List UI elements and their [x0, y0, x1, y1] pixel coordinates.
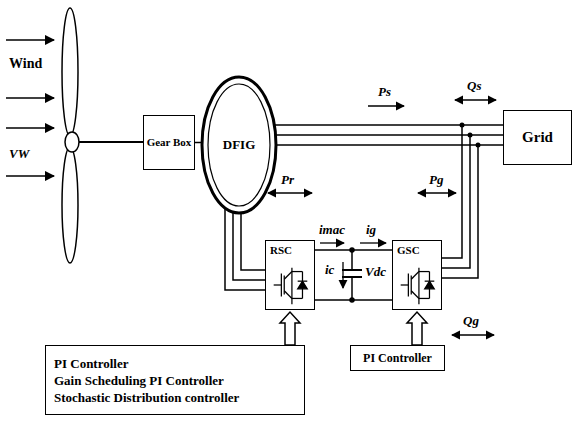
- igbt-symbol: [266, 261, 314, 309]
- node-text: PI Controller: [363, 351, 432, 366]
- power-connector: [315, 250, 392, 300]
- signal-label: imac: [318, 222, 346, 238]
- power-connector: [442, 125, 478, 278]
- node-text: RSC: [270, 244, 292, 256]
- converter-box: GSC: [392, 240, 442, 310]
- signal-label: VW: [8, 146, 30, 162]
- node-text: PI Controller: [54, 355, 129, 372]
- signal-label: Vdc: [364, 264, 387, 280]
- grid-box: Grid: [503, 110, 572, 165]
- signal-label: Qg: [462, 313, 480, 329]
- node-text: Gear Box: [147, 136, 192, 149]
- power-connector: [274, 125, 503, 145]
- node-text: GSC: [397, 244, 420, 256]
- signal-label: Ps: [377, 84, 392, 100]
- power-connector: [225, 208, 265, 290]
- signal-label: ic: [324, 262, 335, 278]
- power-connector: [280, 312, 300, 345]
- generator-circle: DFIG: [200, 75, 278, 215]
- signal-label: ig: [365, 222, 377, 238]
- controller-box: PI ControllerGain Scheduling PI Controll…: [45, 345, 305, 415]
- node-text: Gain Scheduling PI Controller: [54, 372, 224, 389]
- signal-label: Qs: [466, 78, 482, 94]
- converter-box: RSC: [265, 240, 315, 310]
- node-text: Stochastic Distribution controller: [54, 389, 239, 406]
- dc-capacitor: [342, 248, 362, 302]
- signal-label: Pr: [280, 172, 295, 188]
- turbine-blades: [62, 8, 145, 263]
- controller-box: PI Controller: [350, 345, 445, 371]
- wind-label: Wind: [8, 56, 43, 72]
- node-text: Grid: [522, 129, 553, 146]
- wind-arrows: [6, 40, 54, 176]
- node-text: DFIG: [223, 137, 256, 153]
- signal-label: Pg: [428, 172, 444, 188]
- power-connector: [407, 312, 427, 345]
- gear-box: Gear Box: [143, 115, 195, 170]
- igbt-symbol: [393, 261, 441, 309]
